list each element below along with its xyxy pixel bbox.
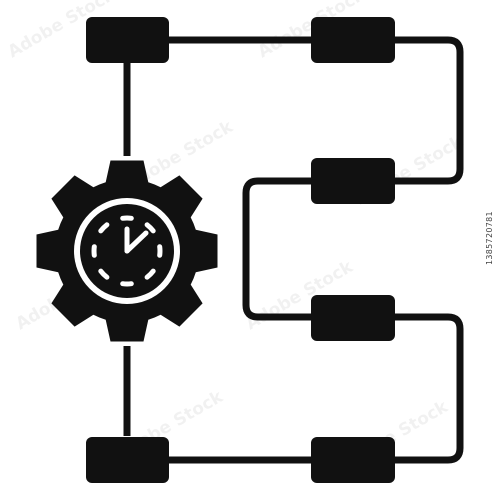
process-box-upper-middle: [311, 158, 395, 204]
gear-icon: [36, 160, 218, 342]
clock-minute-hand: [124, 230, 149, 254]
clock-ticks: [91, 215, 163, 287]
connector-right-bottom-curve: [394, 313, 464, 464]
process-box-top-right: [311, 17, 395, 63]
watermark-id: 1385720781: [485, 211, 494, 265]
clock-tick: [98, 268, 110, 280]
connector-right-top-curve: [394, 36, 464, 185]
clock-tick: [144, 268, 156, 280]
connector-lines: [123, 36, 464, 464]
process-box-bottom-right: [311, 437, 395, 483]
process-box-bottom-left: [86, 437, 169, 483]
process-box-lower-middle: [311, 295, 395, 341]
process-box-top-left: [86, 17, 169, 63]
process-boxes: [86, 17, 395, 483]
connector-left-middle-curve: [242, 177, 312, 321]
clock-tick: [144, 222, 156, 234]
clock-tick: [98, 222, 110, 234]
clock-hands-icon: [124, 226, 149, 254]
